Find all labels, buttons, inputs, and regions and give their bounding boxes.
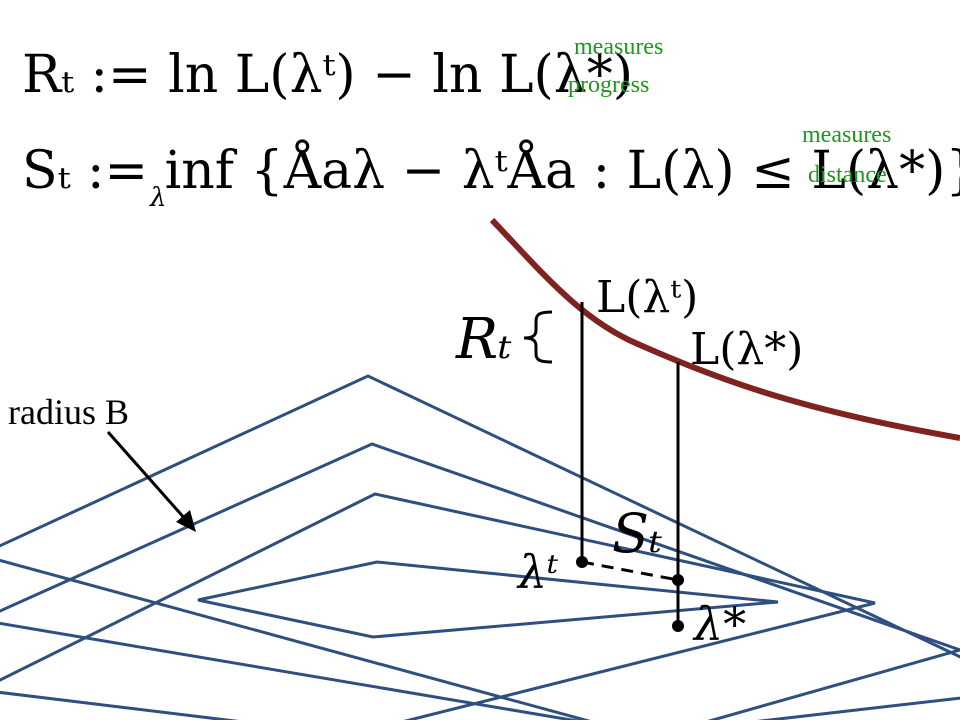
radius-arrow-shaft (106, 431, 188, 521)
loss-curve (489, 217, 960, 441)
label-st: Sₜ (612, 502, 662, 565)
rt-brace (523, 310, 553, 364)
contour-outer (0, 374, 960, 720)
st-inf-subscript: λ (149, 183, 166, 213)
note-measures-distance-line1: measures (802, 122, 891, 148)
contour-3 (0, 442, 960, 720)
label-l-lambda-star: L(λ*) (690, 324, 803, 375)
distance-dashed-segment (581, 560, 679, 582)
point-lambda-t (576, 556, 588, 568)
note-measures-distance-line2: distance (808, 162, 887, 188)
point-lambda-star (672, 620, 684, 632)
label-lambda-star: λ* (692, 597, 746, 651)
contour-inner (197, 560, 779, 639)
point-lambda-star-projection (672, 574, 684, 586)
contour-group (0, 374, 960, 720)
label-rt: Rₜ (455, 307, 512, 372)
label-radius-b: radius B (8, 392, 129, 432)
contour-2 (0, 492, 876, 720)
label-l-lambda-t: L(λᵗ) (596, 272, 698, 323)
rt-definition: Rₜ := ln L(λᵗ) − ln L(λ*) (22, 45, 633, 105)
label-lambda-t: λᵗ (516, 545, 559, 599)
note-measures-progress-line1: measures (574, 34, 663, 60)
note-measures-progress-line2: progress (568, 72, 649, 98)
radius-arrow-head (176, 510, 196, 532)
st-definition: Sₜ := inf {Åaλ − λᵗÅa : L(λ) ≤ L(λ*)} (22, 139, 960, 201)
